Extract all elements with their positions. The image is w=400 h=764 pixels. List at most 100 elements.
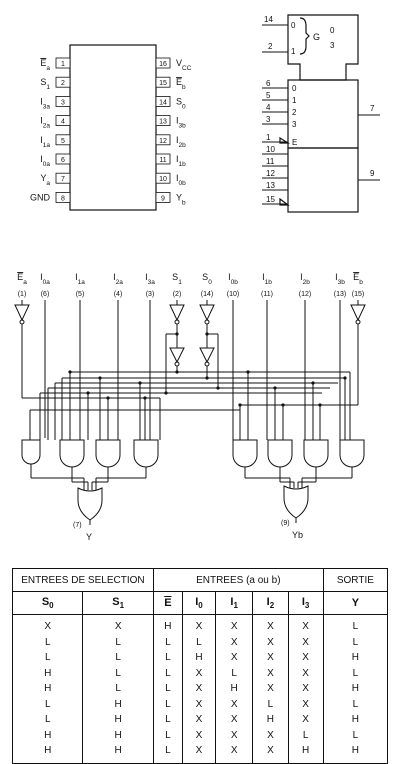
pin-label-10: I0b xyxy=(176,173,186,187)
upper-input-label: 0 xyxy=(292,84,297,93)
output-a-pin: (7) xyxy=(73,522,82,529)
pin-number: 14 xyxy=(159,99,167,106)
table-cell: X xyxy=(287,681,324,697)
table-cell: H xyxy=(322,712,389,728)
pin-number: 7 xyxy=(61,176,65,183)
multiplexer-schematic: Ea(1)I0a(6)I1a(5)I2a(4)I3a(3)S1(2)S0(14)… xyxy=(14,272,366,525)
lower-input-pin: 11 xyxy=(266,157,275,166)
upper-input-pin: 1 xyxy=(266,133,271,142)
table-cell: L xyxy=(152,712,183,728)
col-header-e: E xyxy=(152,591,183,615)
pin-9 xyxy=(155,191,171,203)
table-cell: X xyxy=(287,614,324,635)
enable-upper-marker xyxy=(279,136,291,144)
col-header-i3: I3 xyxy=(287,591,324,615)
and-gate-a2 xyxy=(95,439,121,468)
table-cell: H xyxy=(287,743,324,764)
table-cell: L xyxy=(82,681,154,697)
input-pin-12: (15) xyxy=(352,291,364,298)
table-cell: L xyxy=(152,650,183,666)
s1-buffer xyxy=(169,304,185,322)
truth-table: ENTREES DE SELECTION ENTREES (a ou b) SO… xyxy=(11,568,389,764)
table-cell: X xyxy=(287,712,324,728)
pin-number: 2 xyxy=(61,80,65,87)
select-brace xyxy=(299,17,310,55)
table-cell: X xyxy=(215,634,254,650)
pin-12 xyxy=(155,134,171,146)
group-label: G xyxy=(313,32,320,42)
select-block xyxy=(287,14,359,81)
table-cell: X xyxy=(252,743,289,764)
table-cell: X xyxy=(287,696,324,712)
table-cell: H xyxy=(82,712,154,728)
select-pin-14: 14 xyxy=(264,15,273,24)
s0-second-buffer xyxy=(199,347,215,364)
input-label-4: I2a xyxy=(113,272,123,286)
table-cell: H xyxy=(82,696,154,712)
input-label-7: S0 xyxy=(202,272,212,286)
table-cell: X xyxy=(287,665,324,681)
input-label-2: I0a xyxy=(40,272,50,286)
pin-number: 9 xyxy=(161,195,165,202)
upper-input-label: E xyxy=(292,138,297,147)
pin-number: 8 xyxy=(61,195,65,202)
table-cell: L xyxy=(181,634,217,650)
pin-label-9: Yb xyxy=(176,192,186,206)
pin-label-12: I2b xyxy=(176,135,186,149)
pin-number: 4 xyxy=(61,119,65,126)
pin-number: 5 xyxy=(61,138,65,145)
table-cell: L xyxy=(322,634,389,650)
table-cell: L xyxy=(215,665,254,681)
pin-13 xyxy=(155,115,171,126)
s1-second-buffer xyxy=(169,347,185,364)
table-cell: H xyxy=(252,712,289,728)
table-cell: X xyxy=(181,743,217,764)
table-cell: X xyxy=(215,727,254,743)
pin-11 xyxy=(155,153,171,165)
table-cell: H xyxy=(181,650,217,666)
table-cell: L xyxy=(82,634,154,650)
upper-input-label: 3 xyxy=(292,120,297,129)
table-cell: L xyxy=(322,665,389,681)
pin-label-11: I1b xyxy=(176,154,186,168)
pin-label-5: I1a xyxy=(40,135,50,149)
and-gate-a0 xyxy=(21,439,41,465)
pin-label-16: VCC xyxy=(176,58,192,72)
pin-number: 12 xyxy=(159,138,167,145)
group-select-inputs: ENTREES DE SELECTION xyxy=(12,568,154,592)
col-header-i2: I2 xyxy=(252,591,289,615)
lower-mux-block xyxy=(287,147,359,213)
pin-14 xyxy=(155,96,171,107)
pin-5 xyxy=(55,134,71,146)
and-gate-b0 xyxy=(232,439,258,468)
input-pin-2: (6) xyxy=(41,291,50,298)
schematic-outputs: (7) Y (9) Yb xyxy=(73,520,303,542)
table-cell: H xyxy=(11,727,84,743)
table-cell: H xyxy=(322,650,389,666)
pin-15 xyxy=(155,76,171,88)
table-cell: X xyxy=(215,696,254,712)
input-pin-1: (1) xyxy=(18,291,27,298)
upper-input-pin: 3 xyxy=(266,115,271,124)
pin-10 xyxy=(155,172,171,184)
table-cell: X xyxy=(215,743,254,764)
table-cell: X xyxy=(287,650,324,666)
table-cell: L xyxy=(82,665,154,681)
upper-input-pin: 6 xyxy=(266,79,271,88)
table-cell: X xyxy=(215,614,254,635)
enable-lower-marker xyxy=(279,197,290,206)
input-label-5: I3a xyxy=(145,272,155,286)
table-cell: X xyxy=(252,650,289,666)
table-cell: L xyxy=(252,696,289,712)
pin-label-14: S0 xyxy=(176,96,186,110)
upper-output-pin: 7 xyxy=(370,104,375,113)
enable-b-buffer xyxy=(350,304,366,322)
table-cell: H xyxy=(11,743,84,764)
pin-label-2: S1 xyxy=(40,77,50,91)
pin-label-8: GND xyxy=(30,192,51,202)
and-gate-a1 xyxy=(59,439,85,468)
